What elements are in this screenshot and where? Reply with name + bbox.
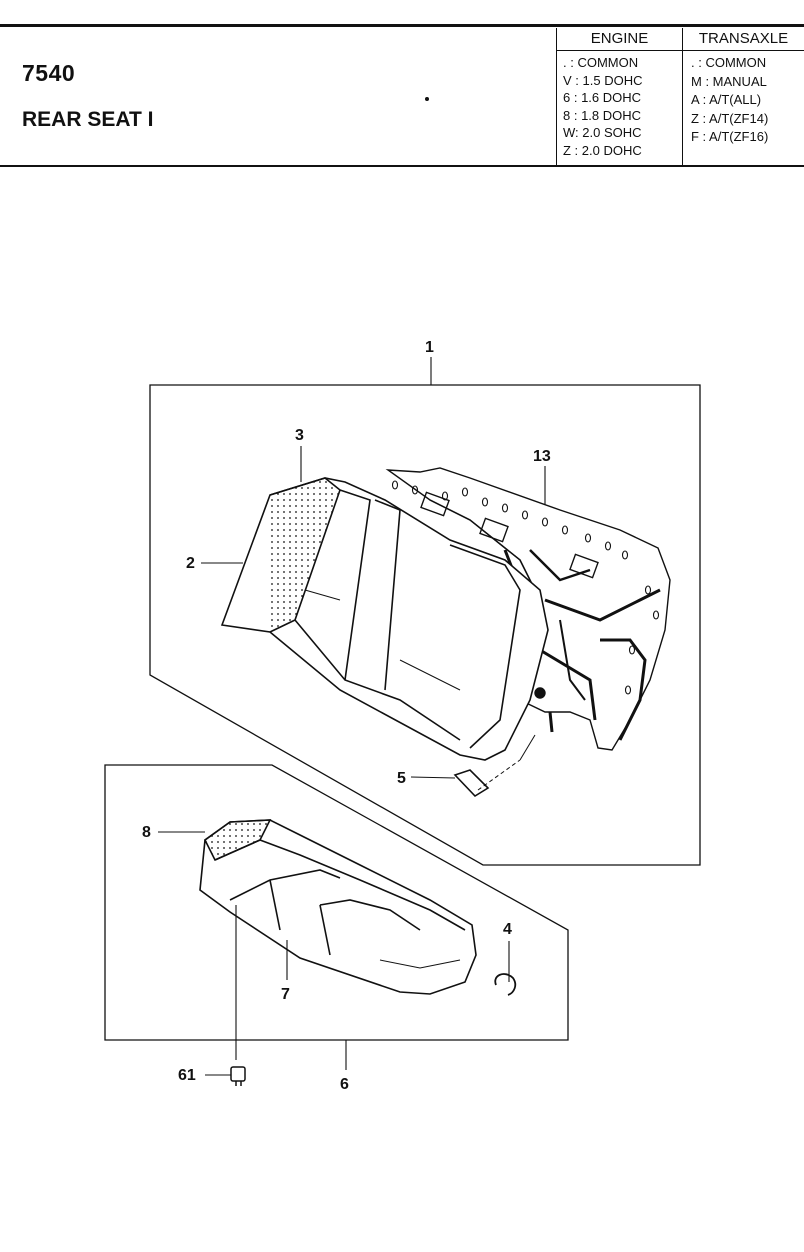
- transaxle-legend: TRANSAXLE . : COMMON M : MANUAL A : A/T(…: [682, 28, 804, 165]
- transaxle-item: Z : A/T(ZF14): [691, 110, 769, 126]
- clip-fastener: [230, 1066, 246, 1086]
- callout-13: 13: [533, 448, 551, 465]
- callout-3: 3: [295, 427, 304, 444]
- callout-6: 6: [340, 1076, 349, 1093]
- hook-clip: [494, 973, 517, 996]
- engine-item: . : COMMON: [563, 55, 639, 70]
- header-top-rule: [0, 24, 804, 27]
- transaxle-item: A : A/T(ALL): [691, 92, 762, 108]
- transaxle-item: . : COMMON: [691, 55, 767, 70]
- header-bottom-rule: [0, 165, 804, 167]
- seat-cushion: [199, 819, 477, 995]
- callout-1: 1: [425, 339, 434, 356]
- stray-dot: [425, 97, 429, 101]
- transaxle-item: M : MANUAL: [691, 73, 767, 89]
- frame-holes: [391, 480, 660, 695]
- callout-4: 4: [503, 921, 512, 938]
- engine-list: . : COMMON V : 1.5 DOHC 6 : 1.6 DOHC 8 :…: [557, 51, 682, 159]
- engine-legend: ENGINE . : COMMON V : 1.5 DOHC 6 : 1.6 D…: [556, 28, 682, 165]
- callout-5: 5: [397, 770, 406, 787]
- engine-item: Z : 2.0 DOHC: [563, 142, 642, 158]
- engine-item: 6 : 1.6 DOHC: [563, 90, 642, 105]
- callout-7: 7: [281, 986, 290, 1003]
- engine-heading: ENGINE: [557, 28, 682, 51]
- callout-2: 2: [186, 555, 195, 572]
- engine-item: 8 : 1.8 DOHC: [563, 107, 642, 123]
- engine-item: V : 1.5 DOHC: [563, 72, 643, 88]
- seatback-cushion: [220, 477, 549, 761]
- leader-lines: [158, 357, 546, 1076]
- bolt: [453, 734, 536, 798]
- frame-cushion-group: [104, 764, 569, 1041]
- transaxle-list: . : COMMON M : MANUAL A : A/T(ALL) Z : A…: [683, 51, 804, 147]
- frame-seatback-group: [149, 384, 701, 866]
- transaxle-item: F : A/T(ZF16): [691, 129, 769, 145]
- transaxle-heading: TRANSAXLE: [683, 28, 804, 51]
- page-title: REAR SEAT I: [22, 108, 154, 131]
- engine-item: W: 2.0 SOHC: [563, 125, 642, 140]
- page-code: 7540: [22, 60, 76, 86]
- callout-61: 61: [178, 1067, 196, 1084]
- callout-8: 8: [142, 824, 151, 841]
